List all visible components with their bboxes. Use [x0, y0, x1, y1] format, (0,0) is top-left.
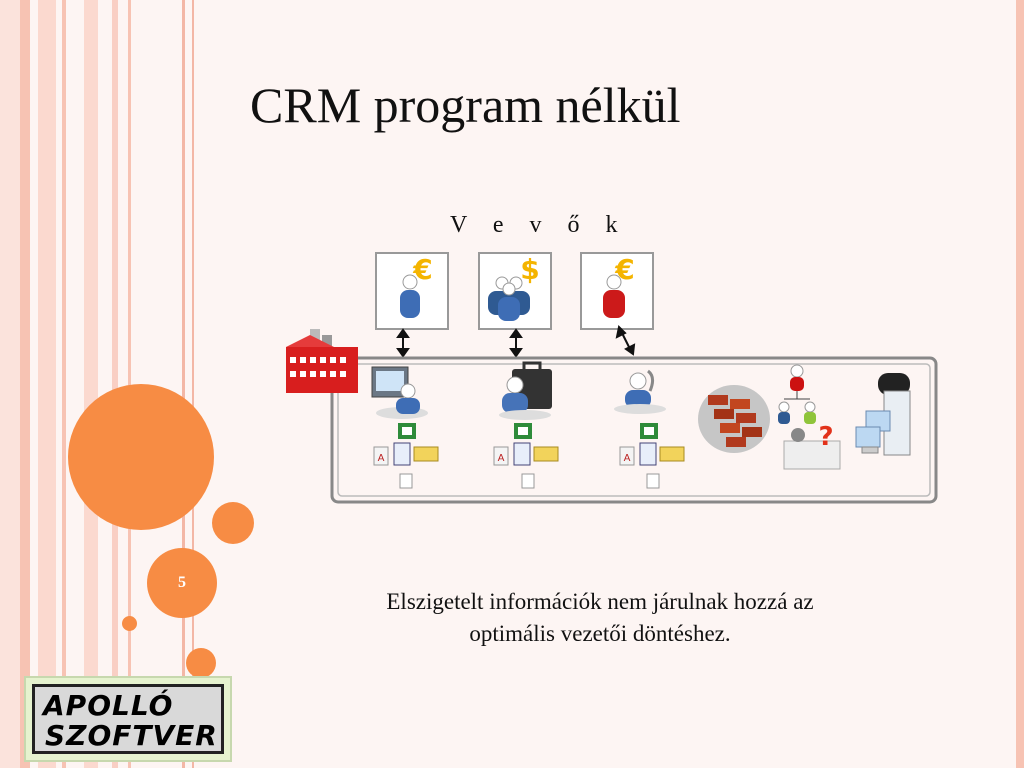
small-orange-circle [212, 502, 254, 544]
svg-text:A: A [624, 453, 631, 464]
user-phone-icon [614, 369, 666, 414]
caption-line-1: Elszigetelt információk nem járulnak hoz… [386, 589, 814, 614]
page-number: 5 [147, 548, 217, 618]
documents-group-1: A [373, 423, 439, 489]
stripe-6 [112, 0, 118, 768]
caption-line-2: optimális vezetői döntéshez. [469, 621, 731, 646]
svg-text:?: ? [818, 422, 833, 452]
svg-text:A: A [498, 453, 505, 464]
stripe-5 [84, 0, 98, 768]
org-chart-icon: ? [778, 364, 841, 470]
svg-text:A: A [378, 453, 385, 464]
stripe-4 [62, 0, 66, 768]
customer-box-3: € [580, 252, 654, 330]
stripe-8 [182, 0, 185, 768]
crm-diagram: € $ € [286, 252, 938, 504]
tiny-orange-circle [122, 616, 137, 631]
stripe-9 [192, 0, 194, 768]
svg-text:$: $ [520, 253, 539, 286]
user-computer-icon [371, 366, 428, 419]
company-frame [330, 356, 938, 504]
brick-wall-icon [698, 385, 770, 453]
customers-label: V e v ő k [450, 212, 628, 238]
logo-line-2: SZOFTVER [45, 719, 218, 752]
logo-inner: APOLLÓ SZOFTVER [32, 684, 224, 754]
documents-group-3: A [619, 423, 685, 489]
user-briefcase-icon [499, 361, 552, 420]
customer-box-1: € [375, 252, 449, 330]
arrows [396, 324, 636, 358]
stripe-1 [0, 0, 20, 768]
servers-icon [855, 373, 911, 456]
logo-line-1: APOLLÓ [43, 689, 174, 722]
stripe-2 [20, 0, 30, 768]
documents-group-2: A [493, 423, 559, 489]
slide-caption: Elszigetelt információk nem járulnak hoz… [300, 586, 900, 650]
small-orange-circle-2 [186, 648, 216, 678]
stripe-3 [38, 0, 56, 768]
slide-title: CRM program nélkül [250, 77, 681, 133]
svg-text:€: € [412, 253, 432, 286]
company-logo: APOLLÓ SZOFTVER [24, 676, 232, 762]
big-orange-circle [68, 384, 214, 530]
customer-box-2: $ [478, 252, 552, 330]
stripe-right [1016, 0, 1024, 768]
factory-icon [286, 329, 358, 393]
